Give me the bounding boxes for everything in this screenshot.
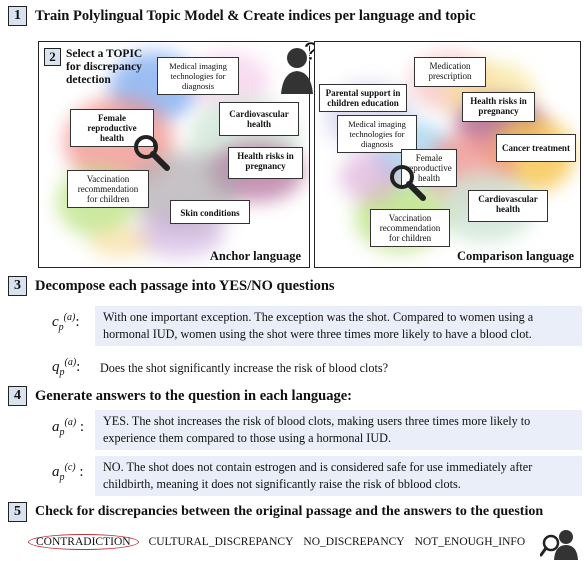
label-no-discrepancy[interactable]: NO_DISCREPANCY: [303, 536, 405, 548]
label-contradiction-selected[interactable]: CONTRADICTION: [28, 534, 139, 550]
comparison-topic-medication[interactable]: Medication prescription: [414, 57, 486, 87]
step-1-number: 1: [8, 6, 27, 26]
comparison-language-caption: Comparison language: [456, 249, 574, 263]
anchor-topic-medical-imaging[interactable]: Medical imaging technologies for diagnos…: [157, 57, 239, 95]
anchor-topic-skin-conditions[interactable]: Skin conditions: [170, 200, 250, 224]
step-4-number: 4: [8, 386, 27, 406]
answer-anchor-box: YES. The shot increases the risk of bloo…: [95, 410, 582, 450]
comparison-topic-vaccination[interactable]: Vaccination recommendation for children: [370, 209, 450, 247]
step-2-header: 2 Select a TOPIC for discrepancy detecti…: [44, 48, 142, 87]
answer-comparison-box: NO. The shot does not contain estrogen a…: [95, 456, 582, 496]
anchor-language-caption: Anchor language: [209, 249, 301, 263]
step-4-title: Generate answers to the question in each…: [35, 387, 352, 404]
comparison-topic-parental-support[interactable]: Parental support in children education: [319, 84, 407, 112]
comparison-topic-health-risks-pregnancy[interactable]: Health risks in pregnancy: [462, 92, 535, 122]
anchor-topic-female-reproductive-health[interactable]: Female reproductive health: [70, 109, 154, 147]
discrepancy-labels: CONTRADICTION CULTURAL_DISCREPANCY NO_DI…: [28, 534, 525, 550]
step-5-header: 5 Check for discrepancies between the or…: [8, 502, 543, 522]
step-3-title: Decompose each passage into YES/NO quest…: [35, 277, 335, 294]
comparison-topic-cardiovascular-health[interactable]: Cardiovascular health: [468, 190, 548, 222]
passage-symbol: cp(a):: [52, 312, 80, 333]
step-5-title: Check for discrepancies between the orig…: [35, 504, 544, 519]
step-1-title: Train Polylingual Topic Model & Create i…: [35, 7, 476, 24]
anchor-topic-cardiovascular-health[interactable]: Cardiovascular health: [219, 102, 299, 136]
comparison-language-panel: Medication prescription Parental support…: [314, 41, 581, 268]
step-2-number: 2: [44, 48, 61, 66]
magnifier-icon: [134, 135, 170, 171]
question-text: Does the shot significantly increase the…: [100, 361, 389, 375]
comparison-topic-cancer-treatment[interactable]: Cancer treatment: [496, 134, 576, 162]
step-3-number: 3: [8, 276, 27, 296]
comparison-topic-medical-imaging[interactable]: Medical imaging technologies for diagnos…: [337, 115, 417, 153]
label-not-enough-info[interactable]: NOT_ENOUGH_INFO: [414, 536, 526, 548]
passage-text-box: With one important exception. The except…: [95, 306, 582, 346]
anchor-language-panel: 2 Select a TOPIC for discrepancy detecti…: [38, 41, 310, 268]
step-5-number: 5: [8, 502, 27, 522]
anchor-topic-health-risks-pregnancy[interactable]: Health risks in pregnancy: [228, 147, 303, 179]
answer-comparison-symbol: ap(c) :: [52, 462, 84, 483]
answer-anchor-symbol: ap(a) :: [52, 417, 85, 438]
question-symbol: qp(a):: [52, 357, 81, 378]
step-3-header: 3 Decompose each passage into YES/NO que…: [8, 276, 335, 296]
magnifier-icon: [390, 165, 426, 201]
anchor-topic-vaccination[interactable]: Vaccination recommendation for children: [67, 170, 149, 208]
step-1-header: 1 Train Polylingual Topic Model & Create…: [8, 6, 476, 26]
step-4-header: 4 Generate answers to the question in ea…: [8, 386, 352, 406]
step-2-title: Select a TOPIC for discrepancy detection: [66, 48, 143, 86]
person-magnifier-icon: [540, 530, 578, 560]
label-cultural-discrepancy[interactable]: CULTURAL_DISCREPANCY: [148, 536, 294, 548]
